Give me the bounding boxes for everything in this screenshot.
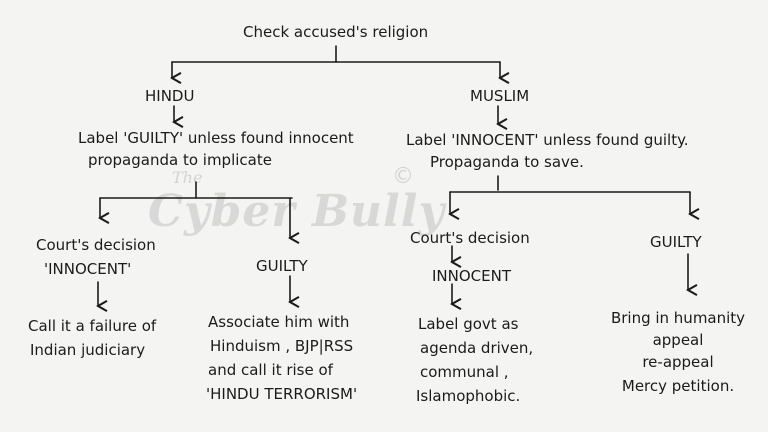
- muslim-innocent-verdict: INNOCENT: [432, 267, 512, 285]
- hindu-rule-line-1: Label 'GUILTY' unless found innocent: [78, 129, 354, 147]
- hindu-guilty-outcome-4: 'HINDU TERRORISM': [206, 385, 358, 403]
- hindu-innocent-outcome-2: Indian judiciary: [30, 341, 146, 359]
- muslim-guilty-outcome-3: re-appeal: [642, 353, 714, 371]
- watermark-brand: Cyber Bully: [148, 186, 446, 237]
- root-node: Check accused's religion: [243, 23, 429, 41]
- hindu-rule-line-2: propaganda to implicate: [88, 151, 272, 169]
- watermark-copyright: ©: [392, 164, 414, 189]
- hindu-innocent-outcome-1: Call it a failure of: [28, 317, 157, 335]
- muslim-guilty-outcome-4: Mercy petition.: [621, 377, 735, 395]
- muslim-innocent-decision: Court's decision: [410, 229, 530, 247]
- muslim-innocent-outcome-2: agenda driven,: [420, 339, 534, 357]
- hindu-guilty-outcome-3: and call it rise of: [208, 361, 333, 379]
- muslim-innocent-outcome-4: Islamophobic.: [416, 387, 521, 405]
- muslim-innocent-outcome-1: Label govt as: [418, 315, 519, 333]
- muslim-rule-line-1: Label 'INNOCENT' unless found guilty.: [406, 131, 689, 149]
- muslim-innocent-outcome-3: communal ,: [420, 363, 509, 381]
- muslim-node: MUSLIM: [470, 87, 530, 105]
- hindu-guilty-outcome-1: Associate him with: [208, 313, 350, 331]
- hindu-innocent-decision: Court's decision: [36, 236, 156, 254]
- hindu-innocent-verdict: 'INNOCENT': [44, 260, 132, 278]
- hindu-node: HINDU: [145, 87, 195, 105]
- muslim-guilty-outcome-1: Bring in humanity: [610, 309, 746, 327]
- muslim-rule-line-2: Propaganda to save.: [430, 153, 584, 171]
- watermark-the: The: [172, 168, 203, 187]
- muslim-guilty-outcome-2: appeal: [652, 331, 704, 349]
- hindu-guilty-verdict: GUILTY: [256, 257, 308, 275]
- hindu-guilty-outcome-2: Hinduism , BJP|RSS: [210, 337, 354, 355]
- muslim-guilty-verdict: GUILTY: [650, 233, 702, 251]
